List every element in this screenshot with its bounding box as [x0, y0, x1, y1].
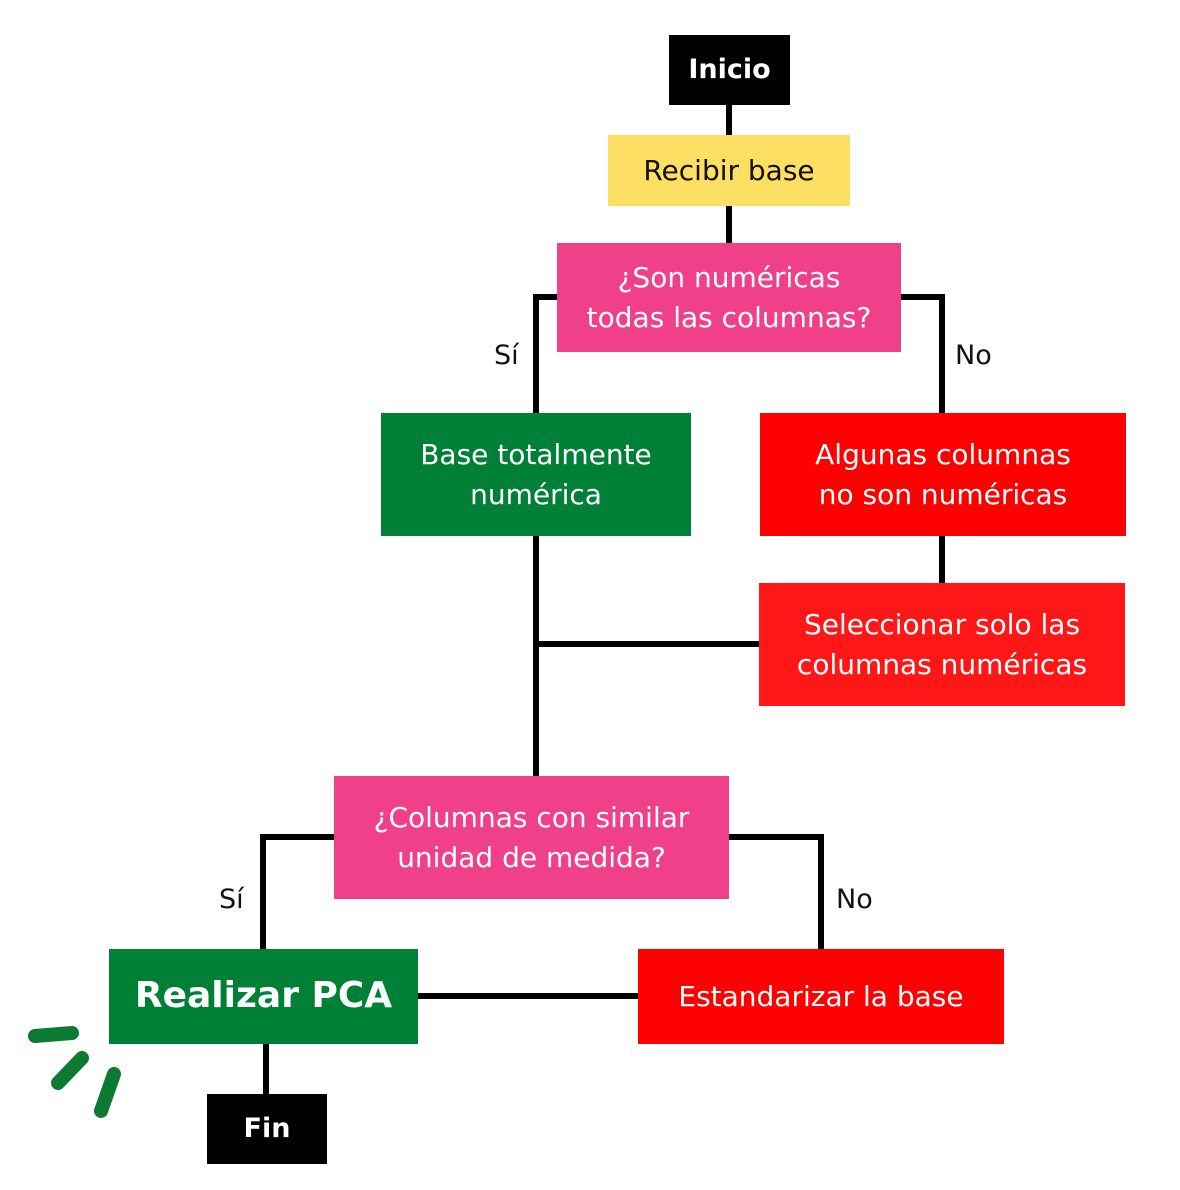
branch-label-no-2: No: [836, 884, 873, 915]
connector-decision-no: [898, 294, 945, 416]
standardize-base-node: Estandarizar la base: [638, 949, 1004, 1044]
some-non-numeric-node: Algunas columnas no son numéricas: [760, 413, 1126, 536]
start-node: Inicio: [669, 35, 790, 105]
branch-label-yes-1: Sí: [494, 340, 519, 371]
sparkle-icon: [28, 1026, 121, 1118]
receive-base-node: Recibir base: [608, 135, 850, 206]
select-numeric-columns-node: Seleccionar solo las columnas numéricas: [759, 583, 1125, 706]
connector-decision2-yes: [260, 834, 337, 952]
branch-label-yes-2: Sí: [219, 884, 244, 915]
numeric-columns-decision: ¿Son numéricas todas las columnas?: [557, 243, 901, 352]
similar-units-decision: ¿Columnas con similar unidad de medida?: [334, 776, 729, 899]
end-node: Fin: [207, 1094, 327, 1164]
connector-decision-yes: [533, 294, 560, 416]
perform-pca-node: Realizar PCA: [109, 949, 418, 1044]
branch-label-no-1: No: [955, 340, 992, 371]
fully-numeric-base-node: Base totalmente numérica: [381, 413, 691, 536]
connector-decision2-no: [726, 834, 824, 952]
